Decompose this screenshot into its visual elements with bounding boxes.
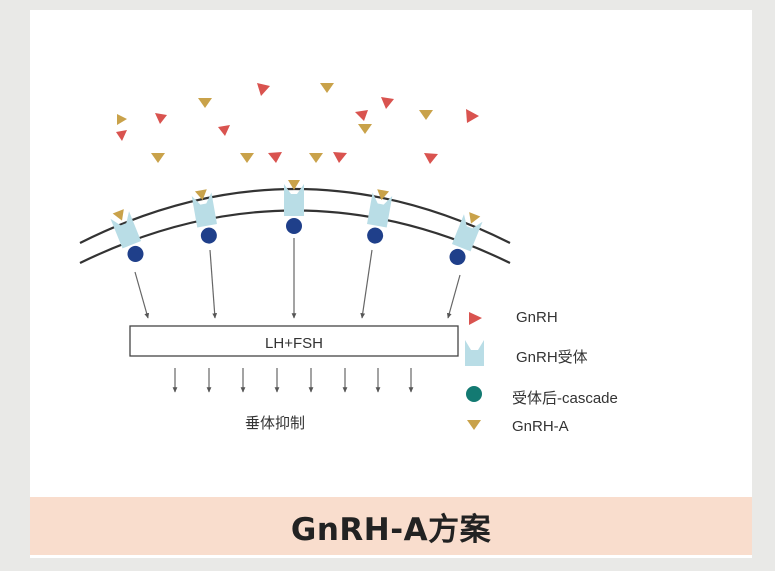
receptor-icon [465, 340, 484, 366]
gnrh-a-triangle [198, 98, 212, 108]
gnrh-triangle [268, 152, 282, 163]
teal-circle-icon [466, 386, 482, 402]
receptor-1 [110, 209, 144, 262]
gnrh-triangle [466, 109, 479, 123]
gnrh-triangle [116, 130, 127, 141]
gnrh-triangle [218, 125, 230, 136]
gnrh-triangle [155, 113, 167, 124]
lh-fsh-box [129, 325, 459, 357]
receptor-4 [367, 189, 393, 244]
legend-receptor-label: GnRH受体 [516, 349, 588, 366]
gnrh-a-triangle [320, 83, 334, 93]
slide-title: GnRH-A方案 [290, 511, 492, 548]
gnrh-a-triangle [309, 153, 323, 163]
gnrh-triangle [424, 153, 438, 164]
gnrh-a-triangle [240, 153, 254, 163]
red-triangle-icon [469, 312, 482, 325]
gold-triangle-icon [467, 420, 481, 430]
suppression-arrows [172, 368, 414, 393]
receptor-3 [284, 180, 304, 234]
gnrh-triangle [257, 83, 270, 96]
lh-fsh-label: LH+FSH [265, 335, 323, 352]
gnrh-a-triangle [358, 124, 372, 134]
membrane-outer [79, 187, 511, 244]
gnrh-a-triangle [117, 114, 127, 125]
legend-cascade-label: 受体后-cascade [512, 390, 618, 407]
legend: GnRH GnRH受体 受体后-cascade GnRH-A [465, 309, 618, 435]
receptor-5 [449, 212, 483, 265]
legend-gnrh-label: GnRH [516, 309, 558, 326]
gnrh-triangle [381, 97, 394, 109]
title-banner: GnRH-A方案 [30, 497, 752, 555]
gnrh-a-triangle [419, 110, 433, 120]
suppression-label: 垂体抑制 [245, 415, 305, 432]
legend-gnrh-a-label: GnRH-A [512, 418, 569, 435]
gnrh-a-triangle [151, 153, 165, 163]
free-hormones [116, 83, 479, 164]
signal-arrows [134, 238, 461, 319]
receptor-2 [191, 189, 217, 244]
gnrh-triangle [333, 152, 347, 163]
gnrh-triangle [355, 110, 368, 121]
